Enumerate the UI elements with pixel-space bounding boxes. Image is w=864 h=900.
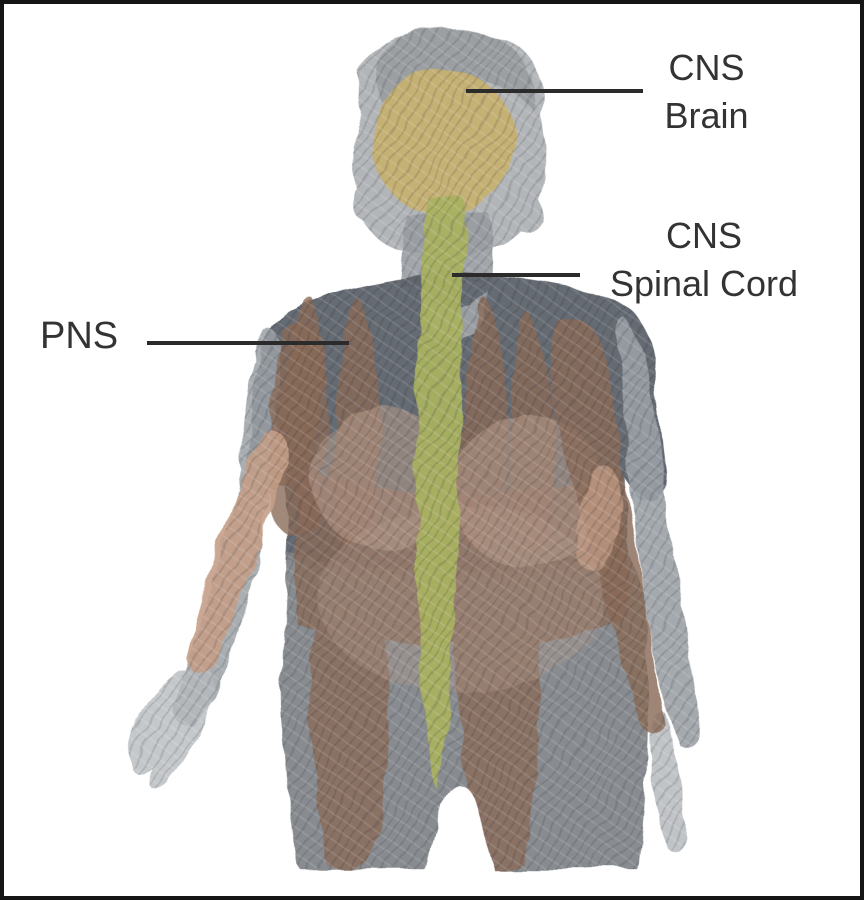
leader-line-brain xyxy=(466,89,643,93)
label-cns-spinal-cord: CNS Spinal Cord xyxy=(579,212,829,308)
body-sketch xyxy=(103,13,738,887)
label-cns-spinal-line2: Spinal Cord xyxy=(609,263,799,304)
label-cns-brain-line2: Brain xyxy=(664,95,749,136)
leader-line-spinal-cord xyxy=(452,273,580,277)
label-cns-spinal-line1: CNS xyxy=(665,215,742,256)
label-pns: PNS xyxy=(40,316,118,356)
label-cns-brain: CNS Brain xyxy=(599,44,814,140)
label-cns-brain-line1: CNS xyxy=(668,47,745,88)
leader-line-pns xyxy=(147,341,349,345)
label-pns-text: PNS xyxy=(40,315,119,357)
sketch-hatch-light xyxy=(103,13,738,887)
